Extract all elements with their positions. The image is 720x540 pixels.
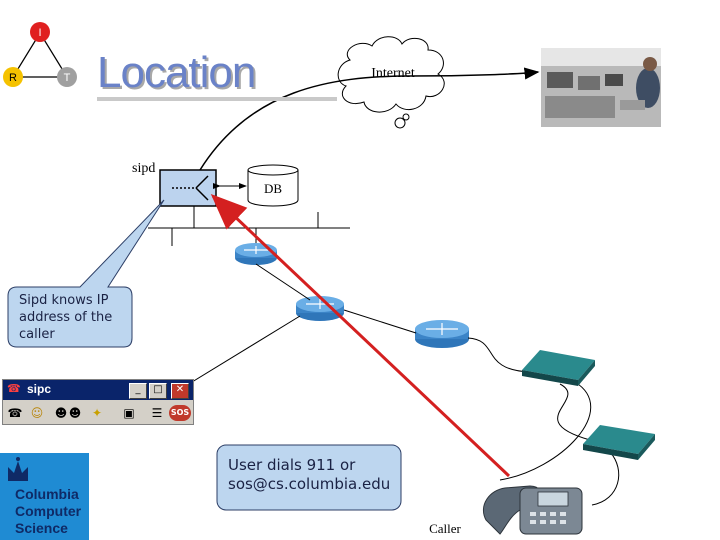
sipc-title: sipc xyxy=(27,382,52,396)
callout-sipd xyxy=(7,199,165,348)
callout-sipd-line-2: address of the xyxy=(19,310,113,325)
triad-node-i xyxy=(30,22,50,42)
call-path-arrow xyxy=(210,193,511,478)
internet-link xyxy=(199,67,540,171)
slide-title: Location xyxy=(97,48,256,97)
logo-line-3: Science xyxy=(15,520,68,536)
database: DB xyxy=(247,164,299,207)
minimize-button[interactable]: _ xyxy=(129,383,147,399)
internet-cloud: Internet xyxy=(337,36,445,129)
person-icon[interactable]: ☺ xyxy=(30,406,44,420)
people-icon[interactable]: ☻ xyxy=(54,406,68,420)
router-1 xyxy=(235,243,277,265)
columbia-logo-text: Columbia Computer Science xyxy=(15,486,81,537)
sipd-label: sipd xyxy=(132,161,155,176)
router-3 xyxy=(415,320,469,348)
sos-icon[interactable]: SOS xyxy=(169,405,191,421)
people-icon-2[interactable]: ☻ xyxy=(68,406,82,420)
switch-1 xyxy=(522,350,595,386)
triad-label-t: T xyxy=(64,72,71,84)
triad-logo: I R T xyxy=(3,22,77,87)
triad-label-r: R xyxy=(9,72,17,84)
sipc-titlebar: ☎ sipc _ □ ✕ xyxy=(3,380,193,400)
columbia-logo xyxy=(0,453,89,540)
callout-sipd-line-1: Sipd knows IP xyxy=(19,293,109,308)
callout-user-line-1: User dials 911 or xyxy=(228,456,356,474)
triad-node-t xyxy=(57,67,77,87)
db-label: DB xyxy=(264,181,282,196)
switch-2 xyxy=(583,425,655,460)
logo-line-2: Computer xyxy=(15,503,82,519)
logo-line-1: Columbia xyxy=(15,486,79,502)
sipd-server: sipd xyxy=(132,161,217,207)
callout-user-line-2: sos@cs.columbia.edu xyxy=(228,475,391,493)
bulb-icon[interactable]: ✦ xyxy=(91,406,103,420)
callout-user-text: User dials 911 or sos@cs.columbia.edu xyxy=(228,456,390,494)
office-photo xyxy=(541,48,661,127)
sipc-app-icon: ☎ xyxy=(7,382,21,395)
internet-label: Internet xyxy=(371,66,415,81)
title-underline xyxy=(97,97,337,101)
router-2 xyxy=(296,296,344,321)
ip-phone: Caller xyxy=(429,485,583,536)
callout-sipd-text: Sipd knows IP address of the caller xyxy=(19,292,112,343)
triad-label-i: I xyxy=(38,27,41,39)
callout-sipd-line-3: caller xyxy=(19,327,55,342)
triad-node-r xyxy=(3,67,23,87)
list-icon[interactable]: ☰ xyxy=(151,406,163,420)
crown-icon xyxy=(8,457,28,481)
tv-icon[interactable]: ▣ xyxy=(123,406,135,420)
caller-label: Caller xyxy=(429,521,461,536)
sipc-window: ☎ sipc _ □ ✕ ☎ ☺ ☻ ☻ ✦ ▣ ☰ SOS xyxy=(2,379,194,425)
maximize-button[interactable]: □ xyxy=(149,383,167,399)
close-button[interactable]: ✕ xyxy=(171,383,189,399)
phone-icon[interactable]: ☎ xyxy=(7,406,23,420)
callout-user xyxy=(216,444,402,511)
